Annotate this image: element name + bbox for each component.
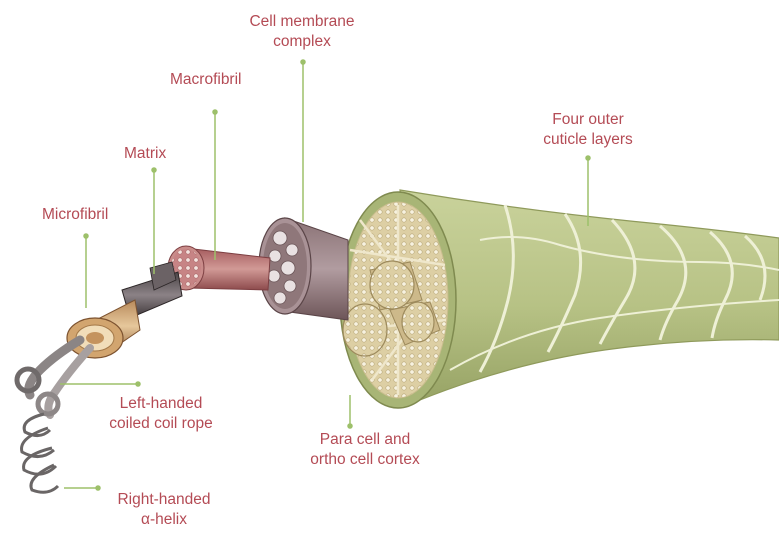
cuticle-shaft	[400, 190, 779, 400]
label-matrix: Matrix	[124, 144, 166, 164]
microfibril	[67, 300, 140, 358]
label-left-handed-coiled-coil-rope: Left-handed coiled coil rope	[88, 394, 234, 434]
label-four-outer-cuticle-layers: Four outer cuticle layers	[518, 110, 658, 150]
cortex-cross-section	[340, 192, 456, 408]
label-macrofibril: Macrofibril	[170, 70, 241, 90]
label-para-and-ortho-cell-cortex: Para cell and ortho cell cortex	[290, 430, 440, 470]
label-right-handed-alpha-helix: Right-handed α-helix	[100, 490, 228, 530]
alpha-helix	[22, 414, 58, 492]
cell-membrane-complex	[259, 218, 348, 320]
label-cell-membrane-complex: Cell membrane complex	[232, 12, 372, 52]
label-microfibril: Microfibril	[42, 205, 108, 225]
macrofibril	[168, 246, 270, 290]
